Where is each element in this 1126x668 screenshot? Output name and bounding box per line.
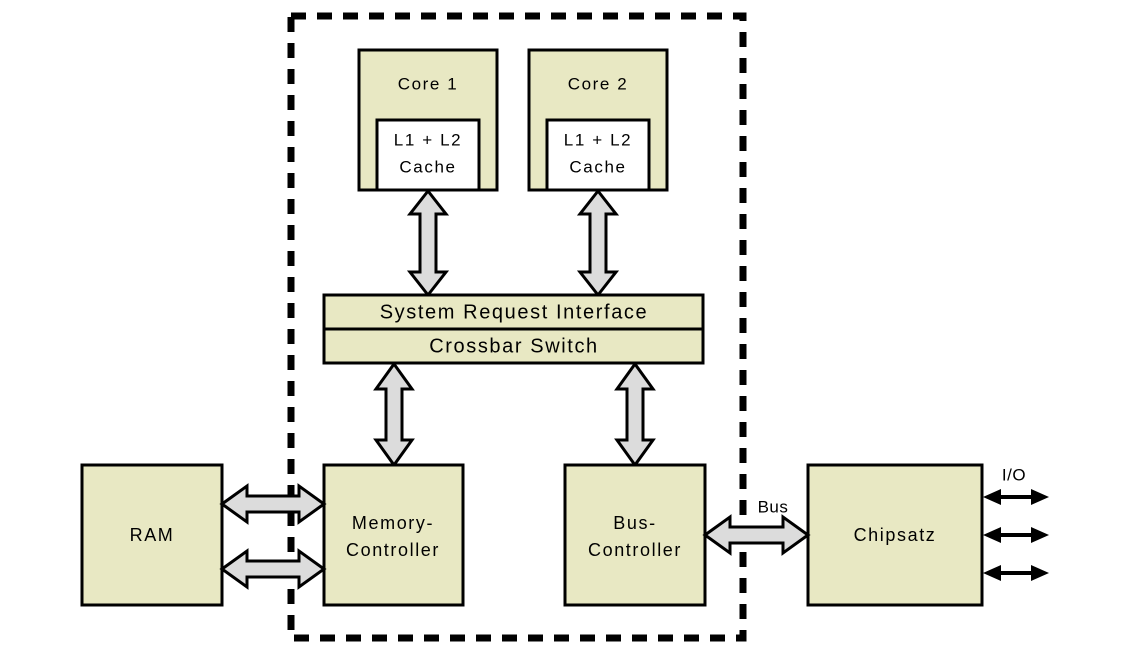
chipset-rect [806, 463, 984, 607]
chipset-block: Chipsatz [806, 463, 984, 607]
core1-cache-rect [375, 118, 481, 192]
arrow-crossbar-to-bus-controller [614, 361, 656, 468]
arrow-ram-to-memory-controller-lower [219, 548, 327, 590]
arrow-bus-controller-to-chipset [702, 514, 811, 556]
io-connection-label: I/O [1002, 465, 1026, 484]
memory-controller-block: Memory- Controller [322, 463, 465, 607]
arrow-core2-to-sri [576, 188, 620, 298]
crossbar-switch-label: Crossbar Switch [429, 335, 599, 357]
bus-controller-block: Bus- Controller [563, 463, 707, 607]
chipset-label: Chipsatz [854, 525, 937, 545]
core1-block: Core 1 L1 + L2 Cache [357, 48, 499, 192]
arrow-core1-to-sri [406, 188, 450, 298]
crossbar-switch-block: Crossbar Switch [322, 327, 705, 365]
ram-rect [80, 463, 224, 607]
core2-cache-label-line1: L1 + L2 [564, 130, 632, 149]
bus-controller-rect [563, 463, 707, 607]
chipset-io-arrow-1 [983, 489, 1049, 505]
arrow-crossbar-to-memory-controller [373, 361, 415, 468]
chipset-io-arrow-3 [983, 565, 1049, 581]
ram-label: RAM [130, 525, 175, 545]
core2-cache-label-line2: Cache [569, 157, 626, 176]
memory-controller-rect [322, 463, 465, 607]
system-request-interface-block: System Request Interface [322, 293, 705, 331]
cpu-die-boundary [287, 12, 747, 642]
core1-cache-label-line1: L1 + L2 [394, 130, 462, 149]
core2-cache-rect [545, 118, 651, 192]
core1-cache-label-line2: Cache [399, 157, 456, 176]
bus-controller-label-line2: Controller [588, 540, 682, 560]
ram-block: RAM [80, 463, 224, 607]
system-request-interface-rect [322, 293, 705, 331]
core1-label: Core 1 [398, 74, 459, 93]
core2-block: Core 2 L1 + L2 Cache [527, 48, 669, 192]
memory-controller-label-line2: Controller [346, 540, 440, 560]
arrow-ram-to-memory-controller-upper [219, 483, 327, 525]
memory-controller-label-line1: Memory- [352, 513, 434, 533]
bus-controller-label-line1: Bus- [613, 513, 656, 533]
bus-connection-label: Bus [758, 497, 789, 516]
chipset-io-arrow-2 [983, 527, 1049, 543]
crossbar-switch-rect [322, 327, 705, 365]
core2-label: Core 2 [568, 74, 629, 93]
system-request-interface-label: System Request Interface [380, 301, 649, 323]
